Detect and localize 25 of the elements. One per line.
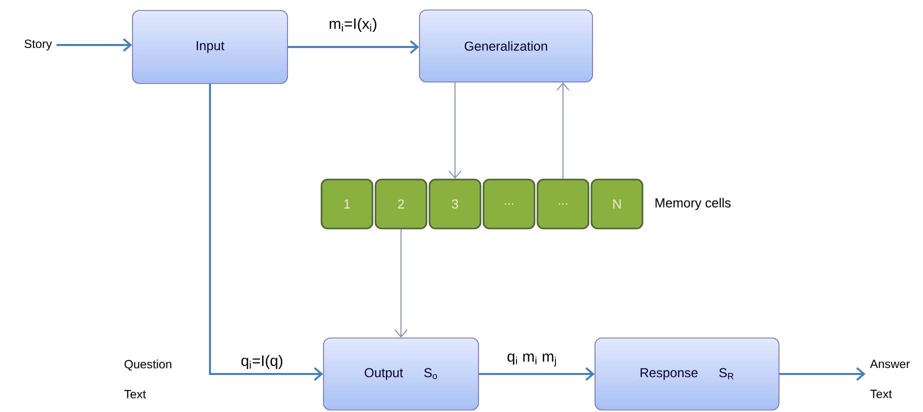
memory-cell: 3 [428, 178, 482, 230]
arrow [288, 40, 420, 54]
arrow [394, 228, 408, 338]
process-box: Input [132, 10, 288, 84]
arrow [56, 38, 132, 52]
process-box: Output S$_{o}$ [323, 338, 479, 410]
edge-label: m$_{i}$=I(x$_{i}$) [328, 17, 378, 33]
process-box: Generalization [419, 10, 593, 82]
arrow [209, 84, 324, 381]
edge-label: q$_{i}$ m$_{i}$ m$_{j}$ [506, 352, 558, 368]
memory-cell: 1 [320, 178, 374, 230]
input-text: Question Text [124, 360, 172, 398]
memory-cell: N [590, 178, 644, 230]
input-text: Story [24, 40, 52, 50]
caption-text: Memory cells [656, 198, 731, 210]
arrow [478, 367, 595, 381]
arrow [556, 82, 570, 180]
memory-cell: 2 [374, 178, 428, 230]
memory-cell: ... [536, 178, 590, 230]
process-box: Response S$_{R}$ [594, 338, 780, 410]
arrow [448, 82, 462, 179]
output-text: Answer Text [870, 360, 910, 398]
arrow [779, 367, 866, 381]
edge-label: q$_{i}$=I(q) [240, 354, 284, 370]
memory-cell: ... [482, 178, 536, 230]
